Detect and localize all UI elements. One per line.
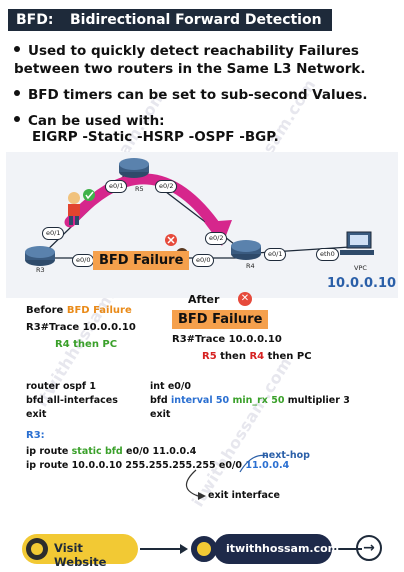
globe-icon <box>26 538 48 560</box>
iface-label: e0/2 <box>155 180 178 193</box>
bullet-dot-icon <box>14 46 20 52</box>
after-result-r5: R5 <box>202 351 217 362</box>
router-label-r4: R4 <box>246 262 255 270</box>
globe-button[interactable] <box>189 534 219 564</box>
bullet-text: BFD timers can be set to sub-second Valu… <box>28 87 368 103</box>
iface-label: e0/1 <box>105 180 128 193</box>
arrow-right-icon <box>180 544 188 554</box>
vpc-ip-label: 10.0.0.10 <box>327 276 397 291</box>
route2-next-hop: 11.0.0.4 <box>245 460 290 471</box>
bullet-item: Used to quickly detect reachability Fail… <box>14 42 394 78</box>
after-result-r4: R4 <box>249 351 265 362</box>
next-arrow-icon[interactable]: → <box>356 535 382 561</box>
site-link[interactable]: itwithhossam.com <box>214 534 339 564</box>
bullet-dot-icon <box>14 90 20 96</box>
config-line: int e0/0 <box>150 381 192 392</box>
visit-website-label: Visit Website <box>54 541 107 569</box>
vpc-computer-icon <box>340 231 374 255</box>
route1-static-bfd: static bfd <box>71 446 123 457</box>
annotation-arrows <box>185 454 269 500</box>
bullet-text: Used to quickly detect reachability Fail… <box>14 43 366 77</box>
router-label-r5: R5 <box>135 185 144 193</box>
globe-icon <box>197 542 211 556</box>
route2-pre: ip route 10.0.0.10 255.255.255.255 e0/0 <box>26 460 243 471</box>
route-line-1: ip route static bfd e0/0 11.0.0.4 <box>26 446 196 457</box>
page-title: Bidirectional Forward Detection <box>60 9 332 31</box>
config-line: bfd all-interfaces <box>26 395 118 406</box>
iface-label: e0/1 <box>264 248 287 261</box>
after-result-then-pc: then PC <box>267 351 312 362</box>
iface-label: e0/2 <box>205 232 228 245</box>
exit-interface-arrow-icon <box>185 469 199 497</box>
after-title: After <box>188 293 220 306</box>
before-title: Before BFD Failure <box>26 305 132 316</box>
before-title-highlight: BFD Failure <box>66 305 132 316</box>
before-title-prefix: Before <box>26 305 64 316</box>
bfd-failure-badge: BFD Failure <box>93 251 190 270</box>
protocol-list: EIGRP -Static -HSRP -OSPF -BGP. <box>32 129 279 145</box>
after-command: R3#Trace 10.0.0.10 <box>172 334 282 345</box>
bullet-item: BFD timers can be set to sub-second Valu… <box>14 86 394 104</box>
failover-arrow <box>64 173 224 236</box>
config-line: router ospf 1 <box>26 381 96 392</box>
config-interval: interval 50 <box>171 395 230 406</box>
config-multiplier: multiplier 3 <box>287 395 350 406</box>
iface-label: eth0 <box>316 248 339 261</box>
route1-post: e0/0 11.0.0.4 <box>126 446 197 457</box>
r3-heading: R3: <box>26 430 45 441</box>
iface-label: e0/0 <box>72 254 95 267</box>
bullet-item: Can be used with: <box>14 112 394 130</box>
next-hop-arrow-icon <box>239 454 269 473</box>
before-result: R4 then PC <box>55 339 118 350</box>
vpc-label: VPC <box>354 264 367 272</box>
user-happy-icon <box>68 189 95 225</box>
config-bfd-kw: bfd <box>150 395 168 406</box>
config-line: exit <box>150 409 171 420</box>
header-tag: BFD: <box>8 9 62 31</box>
route-line-2: ip route 10.0.0.10 255.255.255.255 e0/0 … <box>26 460 289 471</box>
config-bfd-line: bfd interval 50 min_rx 50 multiplier 3 <box>150 395 350 406</box>
config-minrx: min_rx 50 <box>232 395 285 406</box>
failure-x-icon: ✕ <box>238 292 252 306</box>
router-r5-icon <box>119 158 149 178</box>
router-r4-icon <box>231 240 261 260</box>
next-hop-annotation: next-hop <box>262 450 310 461</box>
bullet-text: Can be used with: <box>28 113 165 129</box>
arrowhead-icon <box>198 492 206 500</box>
before-command: R3#Trace 10.0.0.10 <box>26 322 136 333</box>
after-result: R5 then R4 then PC <box>202 351 312 362</box>
site-label: itwithhossam.com <box>226 542 340 555</box>
bullet-dot-icon <box>14 116 20 122</box>
visit-website-button[interactable]: Visit Website <box>22 534 138 569</box>
router-r3-icon <box>25 246 55 266</box>
after-result-then: then <box>220 351 246 362</box>
router-label-r3: R3 <box>36 266 45 274</box>
config-line: exit <box>26 409 47 420</box>
iface-label: e0/1 <box>42 227 65 240</box>
exit-interface-annotation: exit interface <box>208 490 280 501</box>
route1-pre: ip route <box>26 446 69 457</box>
iface-label: e0/0 <box>192 254 215 267</box>
after-bfd-failure-badge: BFD Failure <box>172 310 269 329</box>
